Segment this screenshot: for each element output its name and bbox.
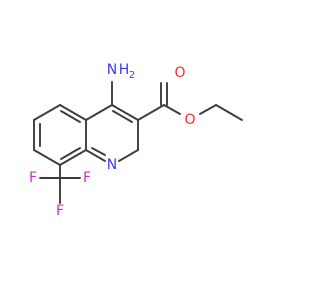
pyridine-ring (85, 104, 139, 162)
bond (118, 149, 139, 162)
double-bond-inner (91, 147, 106, 156)
amine-nitrogen-label: N (107, 62, 117, 78)
amine-hydrogen-label: H (119, 62, 130, 78)
bond (85, 104, 113, 121)
bond (33, 149, 61, 166)
double-bond-inner (60, 147, 81, 160)
bond (59, 149, 87, 166)
bond (59, 104, 87, 121)
ester-group (137, 82, 243, 121)
bond (111, 104, 139, 121)
trifluoromethyl-group (39, 164, 81, 204)
double-bond-inner (112, 110, 133, 123)
fluorine-label-bottom: F (56, 203, 64, 219)
ring-nitrogen-label: N (107, 157, 117, 173)
bond (137, 104, 165, 121)
amine-hydrogen-count: 2 (129, 70, 135, 81)
benzo-ring (33, 104, 87, 166)
molecule-structure-diagram: N H 2 N O O F F F (29, 62, 243, 219)
double-bond-inner (60, 110, 81, 123)
fluorine-label-right: F (83, 170, 91, 186)
bond (163, 104, 181, 115)
bond (215, 104, 243, 121)
carbonyl-oxygen-label: O (174, 65, 185, 81)
ester-oxygen-label: O (184, 112, 195, 128)
bond (33, 104, 61, 121)
bond (85, 149, 106, 162)
fluorine-label-left: F (29, 170, 37, 186)
bond (199, 104, 217, 115)
